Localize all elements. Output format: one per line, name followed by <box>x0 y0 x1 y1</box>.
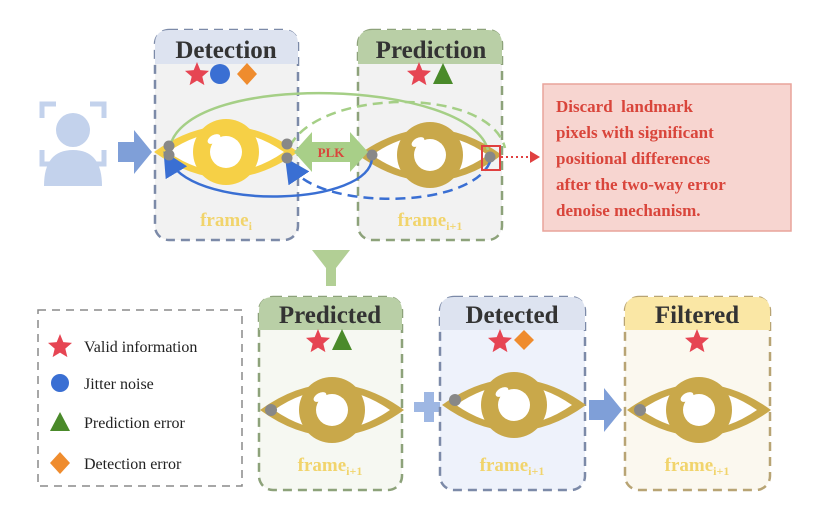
note-line-5: denoise mechanism. <box>556 201 701 220</box>
circle-icon <box>210 64 230 84</box>
landmark-dot <box>484 151 496 163</box>
legend-label: Valid information <box>84 339 197 356</box>
frame-label: framei+1 <box>665 455 730 478</box>
landmark-dot <box>366 149 378 161</box>
backward-blue-arc <box>163 151 374 198</box>
input-arrow-icon <box>118 130 152 174</box>
triangle-icon <box>433 63 453 84</box>
landmark-dot <box>281 138 293 150</box>
legend-label: Prediction error <box>84 415 186 432</box>
star-icon <box>407 62 431 86</box>
legend-label: Jitter noise <box>84 376 154 393</box>
detection-title: Detection <box>175 37 276 64</box>
frame-label: framei <box>200 210 253 233</box>
landmark-dot <box>281 152 293 164</box>
landmark-dot <box>163 140 175 152</box>
plk-double-arrow: PLK <box>294 132 368 172</box>
detected-title: Detected <box>466 302 559 329</box>
landmark-dot <box>634 404 646 416</box>
frame-label: framei+1 <box>398 210 463 233</box>
plus-icon <box>414 392 444 422</box>
predicted-panel: Predicted framei+1 <box>257 295 404 492</box>
circle-icon <box>51 374 69 392</box>
note-line-1: Discard landmark <box>556 97 694 116</box>
landmark-dot <box>265 404 277 416</box>
prediction-panel: Prediction framei+1 <box>356 28 504 242</box>
star-icon <box>185 62 209 86</box>
triangle-icon <box>50 412 70 431</box>
pointer-arrow-icon <box>530 151 540 163</box>
detected-panel: Detected framei+1 <box>438 295 587 492</box>
note-line-2: pixels with significant <box>556 123 714 142</box>
predicted-title: Predicted <box>279 302 381 329</box>
prediction-symbols <box>407 62 453 86</box>
diamond-icon <box>237 63 257 85</box>
landmark-highlight-box <box>481 145 501 171</box>
legend-label: Detection error <box>84 456 182 473</box>
note-line-4: after the two-way error <box>556 175 726 194</box>
diamond-icon <box>50 452 70 474</box>
backward-blue-dashed-arc <box>285 157 492 200</box>
filtered-panel: Filtered framei+1 <box>623 295 772 492</box>
landmark-dot <box>449 394 461 406</box>
legend: Valid information Jitter noise Predictio… <box>37 309 243 487</box>
prediction-title: Prediction <box>376 37 487 64</box>
plk-label: PLK <box>318 145 346 160</box>
forward-green-arc <box>168 91 490 151</box>
face-scan-icon <box>39 101 107 186</box>
landmark-dot <box>163 149 175 161</box>
note-line-3: positional differences <box>556 149 710 168</box>
frame-label: framei+1 <box>298 455 363 478</box>
star-icon <box>48 334 72 358</box>
star-icon <box>306 329 330 353</box>
filter-arrow-icon <box>589 388 622 432</box>
diamond-icon <box>514 330 534 350</box>
triangle-icon <box>332 329 352 350</box>
note-box: Discard landmark pixels with significant… <box>542 83 792 232</box>
funnel-arrow-icon <box>312 250 350 286</box>
filtered-title: Filtered <box>655 302 739 329</box>
detection-symbols <box>185 62 257 86</box>
star-icon <box>488 329 512 353</box>
star-icon <box>685 329 709 353</box>
frame-label: framei+1 <box>480 455 545 478</box>
